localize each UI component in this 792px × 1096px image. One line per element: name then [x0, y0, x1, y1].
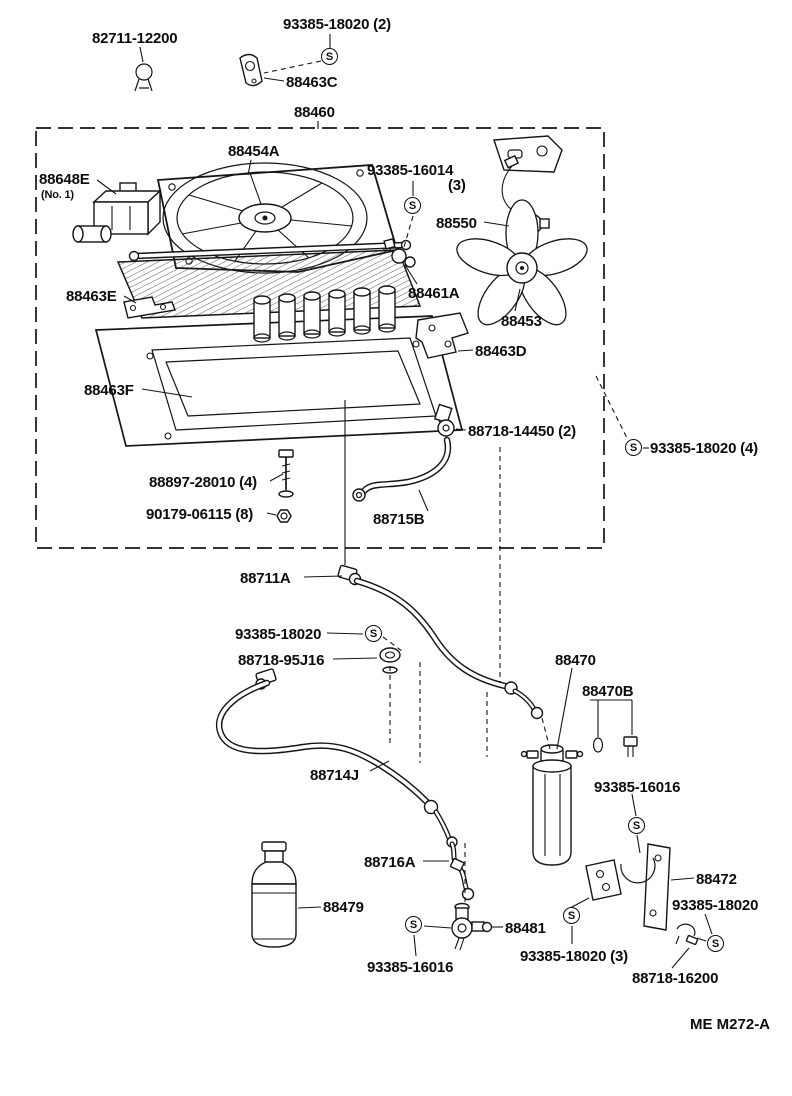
part-label-88461a: 88461A — [408, 285, 460, 302]
bracket-88472 — [585, 843, 671, 931]
cooler-pipes — [253, 285, 396, 343]
dashed-boundary — [35, 127, 605, 549]
screw-symbol: S — [707, 935, 724, 952]
valve-88481 — [451, 902, 493, 951]
part-label-93385-18020-4: 93385-18020 (4) — [650, 440, 758, 457]
part-label-88454a: 88454A — [228, 143, 280, 160]
bracket-88463d — [415, 312, 469, 359]
bolt-88897 — [278, 449, 294, 498]
part-label-93385-16014: 93385-16014 — [367, 162, 454, 179]
part-label-88550: 88550 — [436, 215, 477, 232]
grommet-88718-95j16 — [379, 647, 401, 674]
part-label-88472: 88472 — [696, 871, 737, 888]
hose-88714j — [215, 668, 452, 841]
part-label-93385-16014-qty: (3) — [448, 177, 466, 194]
part-label-88470: 88470 — [555, 652, 596, 669]
part-label-88470b: 88470B — [582, 683, 634, 700]
hose-88715b — [352, 436, 452, 502]
cooling-fan-88453 — [456, 199, 588, 326]
motor-bracket — [493, 135, 563, 213]
part-label-90179-06115: 90179-06115 (8) — [146, 506, 254, 523]
part-label-93385-18020-2: 93385-18020 (2) — [283, 16, 391, 33]
part-label-88460: 88460 — [294, 104, 335, 121]
pipe-88716a — [446, 836, 475, 901]
part-label-88715b: 88715B — [373, 511, 425, 528]
leader-lines — [96, 34, 713, 969]
nut-90179 — [276, 509, 292, 523]
part-label-93385-16016-b: 93385-16016 — [367, 959, 454, 976]
part-label-88648e: 88648E — [39, 171, 90, 188]
screw-symbol: S — [321, 48, 338, 65]
bracket-88461a — [383, 237, 416, 268]
part-label-88718-95j16: 88718-95J16 — [238, 652, 325, 669]
part-label-88453: 88453 — [501, 313, 542, 330]
bottle-88479 — [251, 841, 297, 948]
receiver-drier-88470 — [520, 744, 584, 866]
part-label-82711-12200: 82711-12200 — [92, 30, 178, 47]
clip-82711 — [134, 63, 153, 92]
part-label-88714j: 88714J — [310, 767, 359, 784]
part-label-88463d: 88463D — [475, 343, 527, 360]
clamp-88718-16200 — [675, 923, 699, 946]
part-label-88463c: 88463C — [286, 74, 338, 91]
amplifier-88648e — [72, 182, 162, 243]
screw-symbol: S — [405, 916, 422, 933]
screw-symbol: S — [365, 625, 382, 642]
part-label-93385-18020-3: 93385-18020 (3) — [520, 948, 628, 965]
doc-code: ME M272-A — [690, 1016, 771, 1033]
screw-symbol: S — [628, 817, 645, 834]
hose-88711a — [337, 564, 544, 720]
part-label-93385-18020-b: 93385-18020 — [672, 897, 759, 914]
part-label-93385-16016-a: 93385-16016 — [594, 779, 681, 796]
bracket-88463c — [239, 53, 263, 87]
bracket-88463e — [123, 296, 176, 319]
union-88718-14450 — [433, 403, 455, 437]
part-label-88648e-note: (No. 1) — [41, 189, 74, 201]
screw-symbol: S — [404, 197, 421, 214]
receiver-fittings-88470b — [592, 736, 638, 757]
part-label-88718-16200: 88718-16200 — [632, 970, 719, 987]
part-label-88711a: 88711A — [240, 570, 291, 587]
part-label-88463e: 88463E — [66, 288, 117, 305]
screw-symbol: S — [563, 907, 580, 924]
part-label-88716a: 88716A — [364, 854, 416, 871]
screw-symbol: S — [625, 439, 642, 456]
alignment-lines — [344, 400, 551, 906]
part-label-88479: 88479 — [323, 899, 364, 916]
part-label-88718-14450: 88718-14450 (2) — [468, 423, 576, 440]
part-label-88481: 88481 — [505, 920, 546, 937]
part-label-93385-18020-a: 93385-18020 — [235, 626, 322, 643]
part-label-88897-28010: 88897-28010 (4) — [149, 474, 257, 491]
part-label-88463f: 88463F — [84, 382, 134, 399]
